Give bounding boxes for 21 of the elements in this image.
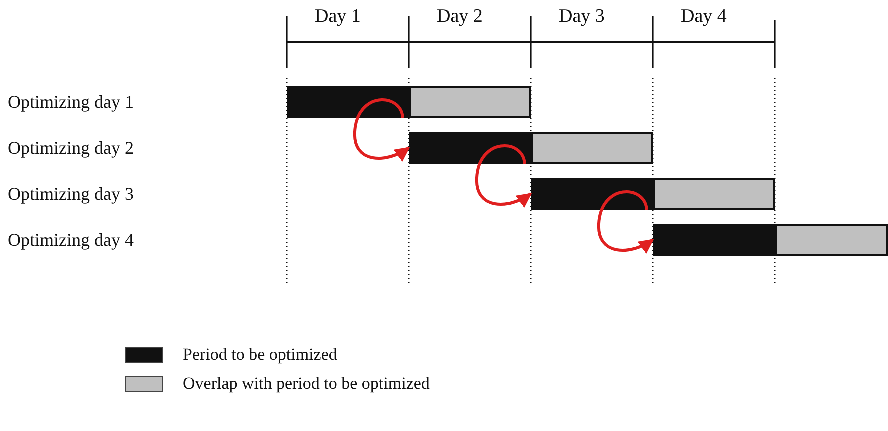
row-label: Optimizing day 3 [8,183,134,205]
optimized-period-bar [409,132,531,164]
overlap-bar [409,86,531,118]
row-label: Optimizing day 2 [8,137,134,159]
optimized-period-bar [653,224,775,256]
row-label: Optimizing day 1 [8,91,134,113]
day-label: Day 3 [559,6,605,28]
optimized-period-bar [287,86,409,118]
row-label: Optimizing day 4 [8,229,134,251]
overlap-bar [531,132,653,164]
curved-arrow [354,98,410,162]
overlap-bar [775,224,888,256]
day-label: Day 1 [315,6,361,28]
optimized-period-bar [531,178,653,210]
overlap-bar [653,178,775,210]
legend-text: Overlap with period to be optimized [183,374,430,394]
day-label: Day 2 [437,6,483,28]
curved-arrow [476,144,532,208]
day-label: Day 4 [681,6,727,28]
curved-arrow [598,190,654,254]
legend-text: Period to be optimized [183,345,338,365]
